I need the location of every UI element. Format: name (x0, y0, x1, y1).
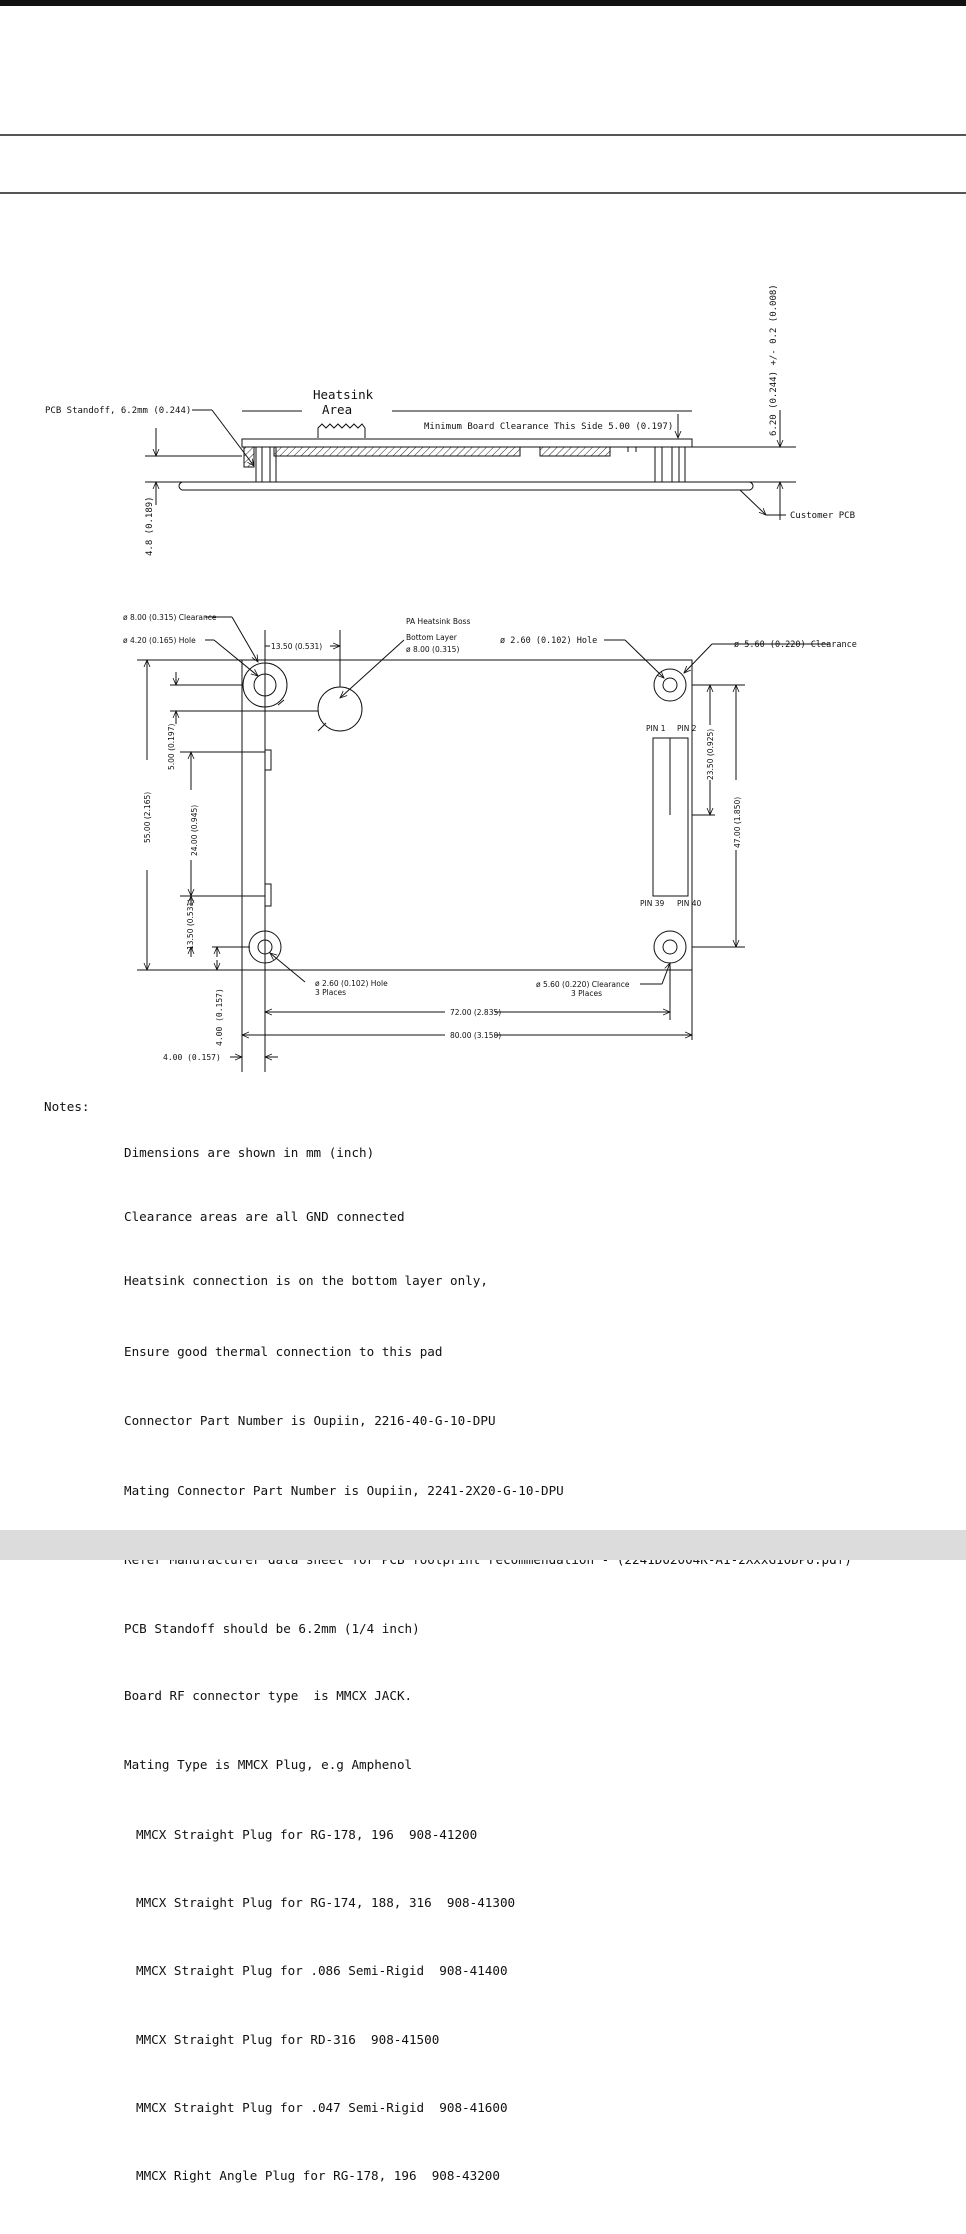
standoff-label: PCB Standoff, 6.2mm (0.244) (45, 406, 191, 416)
header-rule-2 (0, 192, 966, 194)
top-view-labels: ø 8.00 (0.315) Clearance ø 4.20 (0.165) … (123, 613, 857, 1062)
dim-2400-label: 24.00 (0.945) (190, 805, 199, 856)
dim-500-label: 5.00 (0.197) (167, 724, 176, 770)
clearance-560-top-label: ø 5.60 (0.220) Clearance (734, 640, 857, 650)
note-line: Heatsink connection is on the bottom lay… (124, 1273, 488, 1289)
note-line: PCB Standoff should be 6.2mm (1/4 inch) (124, 1621, 420, 1637)
rf-connector-2 (264, 883, 272, 907)
note-line: Mating Type is MMCX Plug, e.g Amphenol (124, 1757, 413, 1773)
rf-connector-1 (264, 749, 272, 771)
hole-top-left (253, 673, 277, 697)
dim-2350-label: 23.50 (0.925) (706, 729, 715, 780)
side-view (145, 409, 796, 520)
dim-400-h-label: 4.00 (0.157) (163, 1053, 221, 1062)
hole-bottom-left (257, 939, 273, 955)
top-border (0, 0, 966, 6)
clearance-bottom-right (653, 930, 687, 964)
note-sub-line: MMCX Straight Plug for RG-178, 196 908-4… (136, 1826, 478, 1842)
heatsink-bump (317, 423, 366, 438)
heatsink-hatch (273, 446, 521, 457)
hole-260-bottom-label-2: 3 Places (315, 988, 346, 997)
dim-8000-label: 80.00 (3.150) (450, 1031, 501, 1040)
note-line: Board RF connector type is MMCX JACK. (124, 1687, 413, 1703)
clearance-8-label: ø 8.00 (0.315) Clearance (123, 613, 217, 622)
clearance-560-bottom-label-1: ø 5.60 (0.220) Clearance (536, 980, 630, 989)
pin1-label: PIN 1 (646, 724, 666, 733)
side-view-labels: Heatsink Area PCB Standoff, 6.2mm (0.244… (45, 284, 855, 556)
footer-bar (0, 1530, 966, 1560)
heatsink-label-2: Area (322, 402, 352, 417)
note-sub-line: MMCX Straight Plug for .047 Semi-Rigid 9… (136, 2100, 508, 2116)
dim-400-v-label: 4.00 (0.157) (215, 988, 224, 1046)
standoff-left (255, 446, 277, 483)
hole-bottom-right (662, 939, 678, 955)
hole-260-bottom-label-1: ø 2.60 (0.102) Hole (315, 979, 388, 988)
hole-top-right (662, 677, 678, 693)
note-line: Dimensions are shown in mm (inch) (124, 1144, 375, 1160)
notes-lines: Dimensions are shown in mm (inch) Cleara… (124, 1096, 966, 2234)
standoff-right (654, 446, 686, 483)
clearance-top-left (242, 662, 288, 708)
left-dim-label: 4.8 (0.189) (145, 496, 155, 556)
component-hatch (539, 446, 611, 457)
note-line: Clearance areas are all GND connected (124, 1208, 405, 1224)
note-sub-line: MMCX Straight Plug for .086 Semi-Rigid 9… (136, 1963, 508, 1979)
left-hatch (243, 446, 255, 468)
clearance-top-right (653, 668, 687, 702)
dim-1350-top-label: 13.50 (0.531) (271, 642, 322, 651)
top-view (137, 616, 830, 1072)
heatsink-label-1: Heatsink (313, 387, 374, 402)
dim-4700-label: 47.00 (1.850) (733, 797, 742, 848)
hole-260-top-label: ø 2.60 (0.102) Hole (500, 636, 597, 646)
pa-boss-label-3: ø 8.00 (0.315) (406, 645, 459, 654)
pin40-label: PIN 40 (677, 899, 702, 908)
pa-boss-label-2: Bottom Layer (406, 633, 458, 642)
note-sub-line: MMCX Straight Plug for RD-316 908-41500 (136, 2031, 440, 2047)
note-line: Ensure good thermal connection to this p… (124, 1343, 443, 1359)
dim-1350-left-label: 13.50 (0.531) (186, 899, 195, 950)
header-rule-1 (0, 134, 966, 136)
hole-420-label: ø 4.20 (0.165) Hole (123, 636, 196, 645)
mechanical-drawing: Heatsink Area PCB Standoff, 6.2mm (0.244… (45, 284, 857, 1072)
note-line: Mating Connector Part Number is Oupiin, … (124, 1482, 564, 1498)
note-sub-line: MMCX Straight Plug for RG-174, 188, 316 … (136, 1894, 516, 1910)
min-clearance-label: Minimum Board Clearance This Side 5.00 (… (424, 422, 673, 432)
pin39-label: PIN 39 (640, 899, 665, 908)
module-board (241, 438, 693, 448)
customer-pcb-label: Customer PCB (790, 511, 855, 521)
dim-5500-label: 55.00 (2.165) (143, 792, 152, 843)
pin2-label: PIN 2 (677, 724, 697, 733)
pa-boss-label-1: PA Heatsink Boss (406, 617, 470, 626)
height-dim-label: 6.20 (0.244) +/- 0.2 (0.008) (769, 284, 779, 436)
clearance-560-bottom-label-2: 3 Places (571, 989, 602, 998)
note-sub-line: MMCX Right Angle Plug for RG-178, 196 90… (136, 2168, 500, 2184)
board-outline (241, 659, 693, 971)
dim-7200-label: 72.00 (2.835) (450, 1008, 501, 1017)
note-line: Connector Part Number is Oupiin, 2216-40… (124, 1413, 496, 1429)
notes-label: Notes: (44, 1099, 90, 1114)
